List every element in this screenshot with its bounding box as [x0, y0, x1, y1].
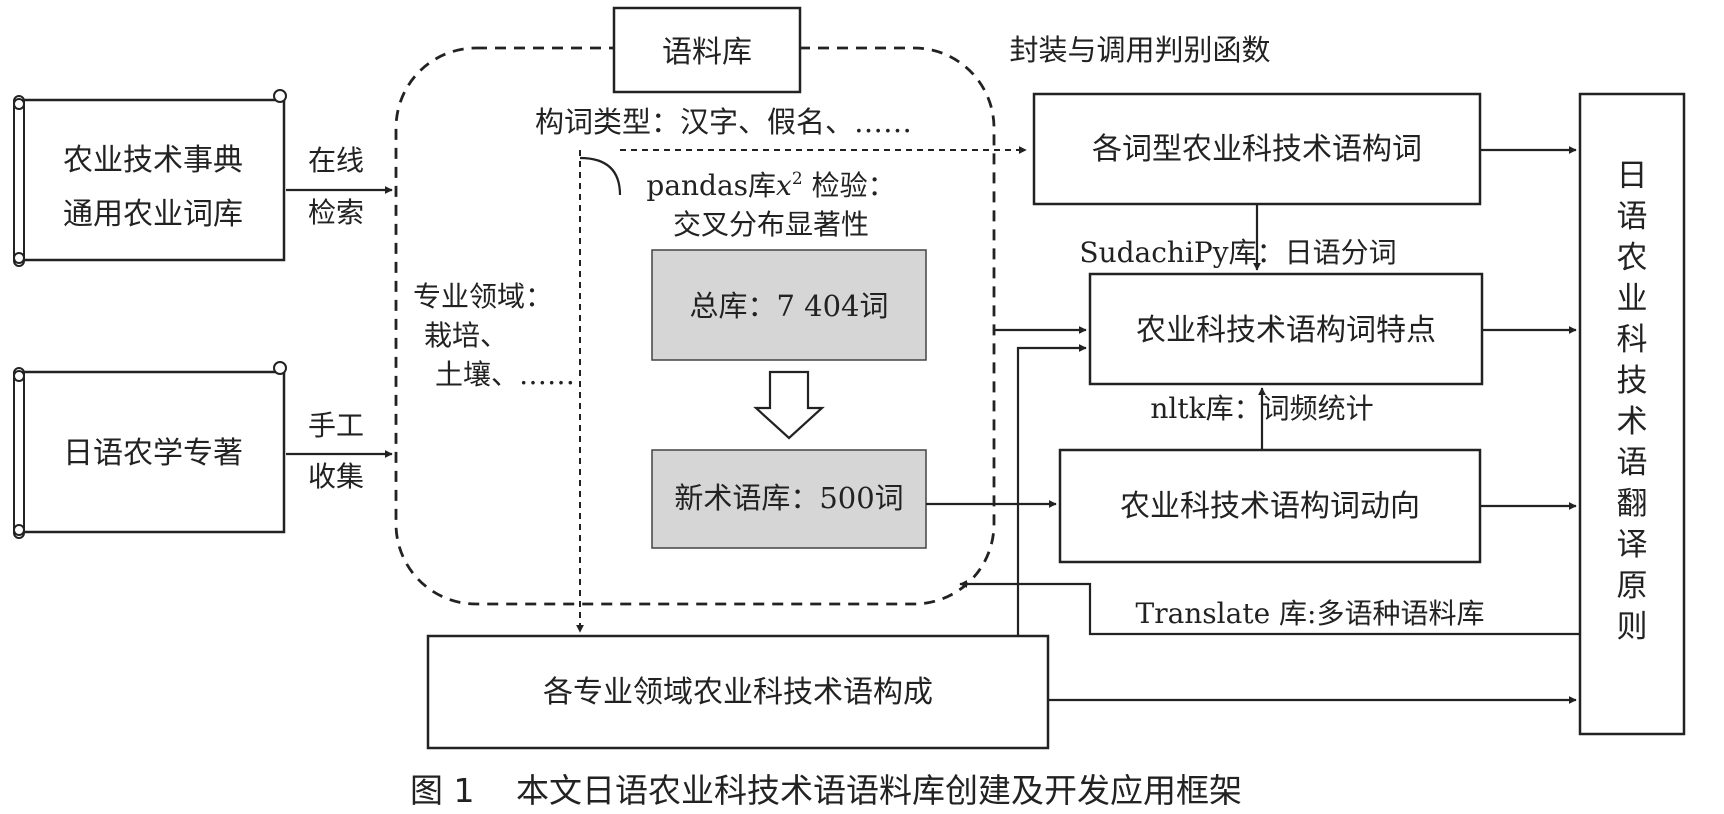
encapsulate-label: 封装与调用判别函数 — [1009, 33, 1270, 67]
principles-char: 科 — [1617, 322, 1648, 358]
domain-label-line3: 土壤、…… — [435, 358, 575, 391]
online-label-line2: 检索 — [308, 196, 364, 229]
word-formation-label: 各词型农业科技术语构词 — [1092, 132, 1422, 167]
domain-label-line2: 栽培、 — [424, 319, 508, 352]
principles-char: 翻 — [1617, 486, 1648, 522]
principles-label: 日语农业科技术语翻译原则 — [1617, 158, 1648, 645]
trends-label: 农业科技术语构词动向 — [1120, 489, 1420, 524]
total-corpus-label: 总库：7 404词 — [689, 289, 888, 323]
dictionary-label-line1: 农业技术事典 — [63, 143, 243, 178]
composition-to-features-arrow — [1016, 344, 1087, 636]
monograph-label: 日语农学专著 — [63, 436, 243, 471]
principles-box — [1578, 92, 1686, 736]
source-scroll-monograph: 日语农学专著 — [13, 361, 287, 539]
angle-arc — [579, 156, 622, 196]
corpus-title: 语料库 — [662, 35, 752, 70]
chi-test-line1: pandas库x2 检验： — [646, 169, 895, 202]
corpus-title-box — [612, 6, 802, 94]
principles-char: 语 — [1617, 199, 1648, 235]
manual-label-line2: 收集 — [308, 460, 364, 493]
principles-char: 译 — [1617, 527, 1648, 563]
new-terms-label: 新术语库：500词 — [674, 481, 903, 515]
online-label-line1: 在线 — [308, 144, 364, 177]
word-formation-box — [1032, 92, 1482, 206]
principles-char: 农 — [1617, 240, 1648, 276]
figure-caption-text: 本文日语农业科技术语语料库创建及开发应用框架 — [516, 771, 1242, 810]
domain-composition-label: 各专业领域农业科技术语构成 — [543, 675, 933, 710]
nltk-label: nltk库：词频统计 — [1150, 392, 1373, 425]
principles-char: 业 — [1617, 281, 1648, 317]
domain-composition-box — [426, 634, 1050, 750]
translate-label: Translate 库:多语种语料库 — [1136, 597, 1485, 630]
total-corpus-box — [651, 249, 927, 361]
principles-char: 日 — [1617, 158, 1648, 194]
principles-char: 术 — [1617, 404, 1648, 440]
trends-box — [1058, 448, 1482, 564]
manual-label-line1: 手工 — [308, 409, 364, 442]
dictionary-label-line2: 通用农业词库 — [63, 197, 243, 232]
translate-feedback-arrow — [959, 580, 1580, 636]
principles-char: 原 — [1617, 568, 1648, 604]
features-label: 农业科技术语构词特点 — [1136, 313, 1436, 348]
figure-caption-number: 图 1 — [410, 771, 475, 810]
principles-char: 技 — [1617, 363, 1648, 399]
source-scroll-dictionary: 农业技术事典 通用农业词库 — [13, 89, 287, 267]
principles-char: 则 — [1617, 609, 1648, 645]
new-terms-box — [651, 449, 927, 549]
word-types-label: 构词类型：汉字、假名、…… — [535, 105, 912, 139]
domain-label-line1: 专业领域： — [413, 280, 553, 313]
sudachi-label: SudachiPy库：日语分词 — [1079, 236, 1396, 269]
principles-char: 语 — [1617, 445, 1648, 481]
chi-test-line2: 交叉分布显著性 — [673, 208, 869, 241]
hollow-down-arrow — [753, 370, 825, 440]
